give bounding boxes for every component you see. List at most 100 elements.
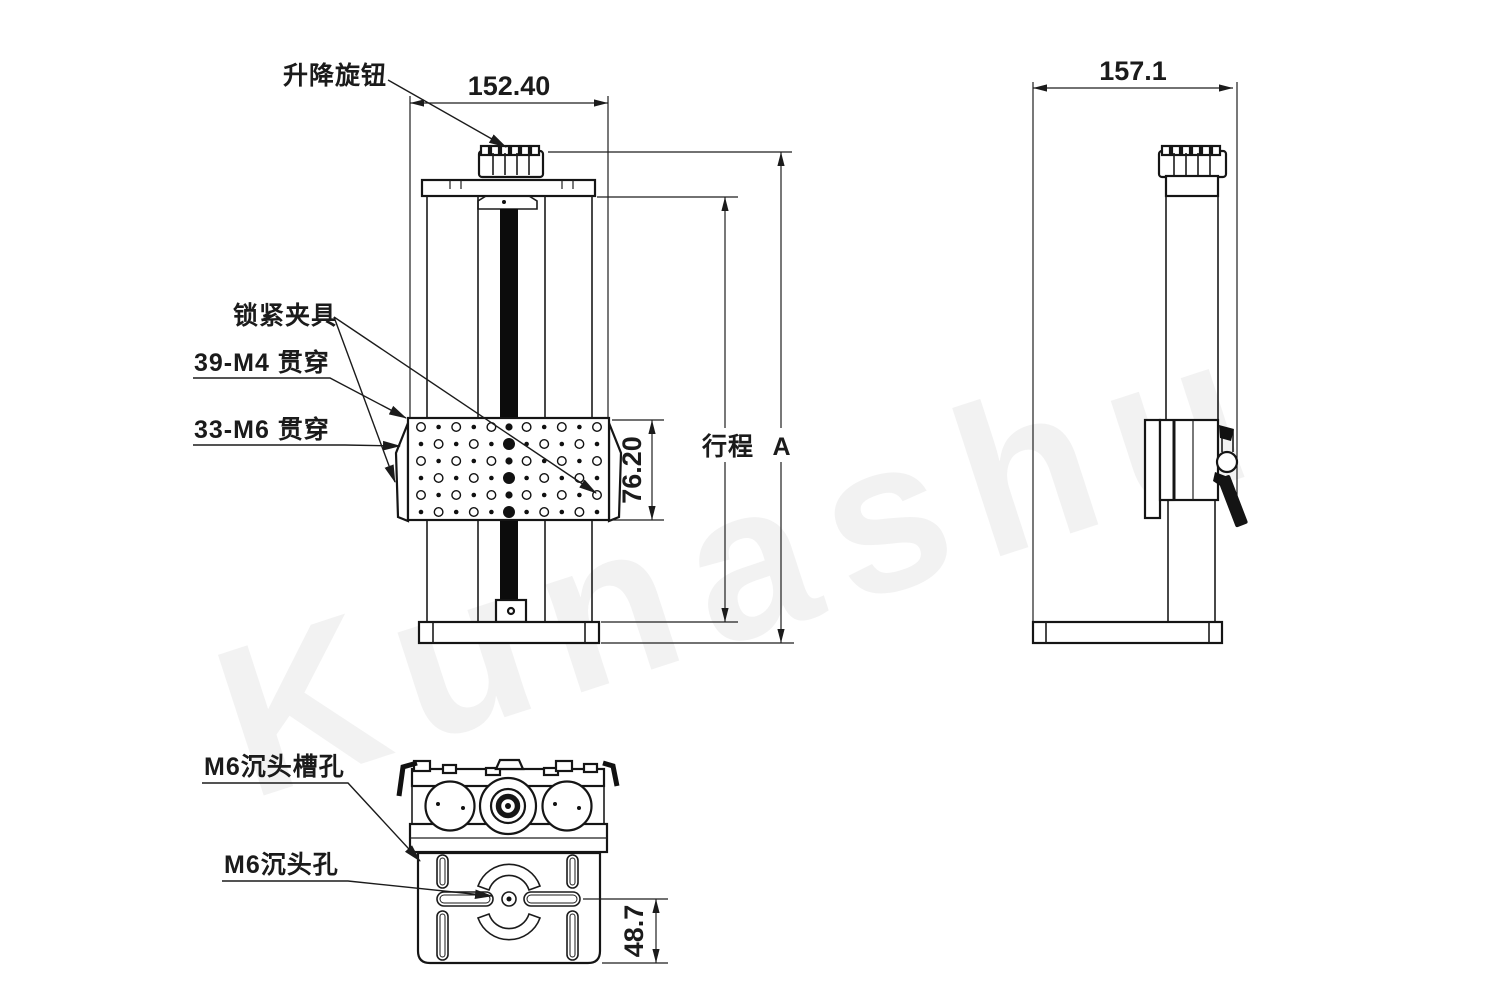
- platform-hole: [436, 458, 441, 464]
- bottom-base-plate: [416, 851, 602, 965]
- platform-hole: [436, 424, 441, 430]
- platform-hole: [433, 439, 444, 450]
- platform-hole: [592, 490, 603, 501]
- clamp-lever-pivot: [1215, 450, 1239, 474]
- platform-hole: [592, 422, 603, 433]
- leader-counterbore-slot: [202, 782, 421, 862]
- platform-hole: [433, 473, 444, 484]
- dim-width-value: 152.40: [468, 71, 551, 101]
- front-view: 152.40 行程 A: [193, 61, 794, 645]
- label-counterbore-slot: M6沉头槽孔: [204, 752, 345, 781]
- watermark-text: Kunashu: [190, 287, 1273, 844]
- platform-hole: [505, 491, 513, 499]
- lead-screw-lower: [500, 520, 518, 600]
- platform-hole: [416, 422, 427, 433]
- platform-hole: [451, 456, 462, 467]
- platform-hole: [451, 490, 462, 501]
- platform-hole: [541, 424, 547, 430]
- platform-hole: [539, 473, 550, 484]
- screw-foot: [494, 598, 528, 624]
- top-plate-front: [420, 178, 597, 198]
- lift-knob-front: [477, 144, 545, 179]
- platform-hole: [471, 492, 477, 498]
- platform-hole: [521, 490, 532, 501]
- platform-hole: [559, 509, 565, 515]
- bottom-top-bar: [410, 758, 606, 824]
- platform-hole: [453, 475, 459, 481]
- center-hole-bottom: [501, 891, 517, 907]
- platform-hole: [486, 490, 497, 501]
- platform-hole: [416, 490, 427, 501]
- knob-neck-side: [1164, 174, 1220, 198]
- label-lock-clamp: 锁紧夹具: [233, 301, 337, 330]
- bottom-view: 48.7 M6沉头槽孔 M6沉头孔: [202, 752, 668, 965]
- base-plate-side: [1031, 620, 1224, 645]
- clamp-lever-handle: [1217, 475, 1248, 528]
- label-counterbore-hole: M6沉头孔: [224, 851, 339, 879]
- platform-hole: [451, 422, 462, 433]
- dim-table-height-value: 76.20: [617, 436, 647, 504]
- lift-knob-side: [1157, 144, 1228, 198]
- platform-hole: [505, 457, 513, 465]
- watermark: Kunashu: [190, 287, 1273, 844]
- platform-hole: [453, 509, 459, 515]
- platform-hole: [468, 507, 479, 518]
- platform-hole: [468, 439, 479, 450]
- platform-hole: [524, 509, 529, 515]
- platform-hole: [489, 441, 494, 447]
- platform-hole: [592, 456, 603, 467]
- clamp-lever-tip: [1219, 425, 1234, 441]
- left-knob-bottom: [424, 780, 476, 832]
- label-m6-holes: 33-M6 贯穿: [194, 415, 330, 444]
- base-plate-front: [417, 620, 601, 645]
- platform-hole: [418, 441, 424, 447]
- platform-hole: [577, 424, 582, 430]
- lead-screw-upper: [500, 209, 518, 418]
- platform-hole: [556, 422, 567, 433]
- leader-lift-knob: [387, 79, 507, 148]
- platform-hole: [574, 439, 585, 450]
- lock-clamp-left: [394, 422, 410, 523]
- arc-slot-upper: [476, 863, 542, 892]
- platform-hole: [577, 492, 582, 498]
- arc-slot-lower: [476, 912, 542, 941]
- leader-m4-holes: [193, 377, 407, 419]
- platform-hole: [471, 424, 477, 430]
- platform-hole: [418, 475, 424, 481]
- platform-hole: [503, 438, 515, 450]
- leader-counterbore-hole: [222, 880, 493, 900]
- platform-hole: [559, 475, 565, 481]
- platform-hole: [574, 507, 585, 518]
- platform-hole: [505, 423, 513, 431]
- carriage-block-side: [1143, 418, 1248, 528]
- platform-hole: [471, 458, 477, 464]
- platform-hole: [539, 439, 550, 450]
- platform-hole: [418, 509, 424, 515]
- right-knob-bottom: [541, 780, 593, 832]
- platform-hole: [556, 456, 567, 467]
- platform-hole: [577, 458, 582, 464]
- dim-stroke-label: 行程: [701, 433, 754, 461]
- platform-hole: [486, 456, 497, 467]
- platform-hole: [436, 492, 441, 498]
- platform-hole: [539, 507, 550, 518]
- platform-hole: [468, 473, 479, 484]
- platform-hole: [416, 456, 427, 467]
- label-m4-holes: 39-M4 贯穿: [194, 348, 330, 377]
- side-view: 157.1: [1031, 56, 1248, 645]
- screw-housing: [477, 195, 538, 210]
- platform-hole: [521, 422, 532, 433]
- column-body-front: [426, 195, 593, 622]
- leader-lock-clamp-left: [333, 316, 396, 483]
- platform-hole: [556, 490, 567, 501]
- dim-a-label: A: [772, 433, 791, 461]
- bottom-slots: [436, 854, 581, 961]
- platform-hole: [594, 475, 600, 481]
- leader-lock-clamp-right: [333, 316, 597, 494]
- leader-m6-holes: [193, 440, 401, 451]
- lock-lever-bottom-right: [602, 760, 620, 787]
- platform-hole: [541, 492, 547, 498]
- platform-hole: [489, 509, 494, 515]
